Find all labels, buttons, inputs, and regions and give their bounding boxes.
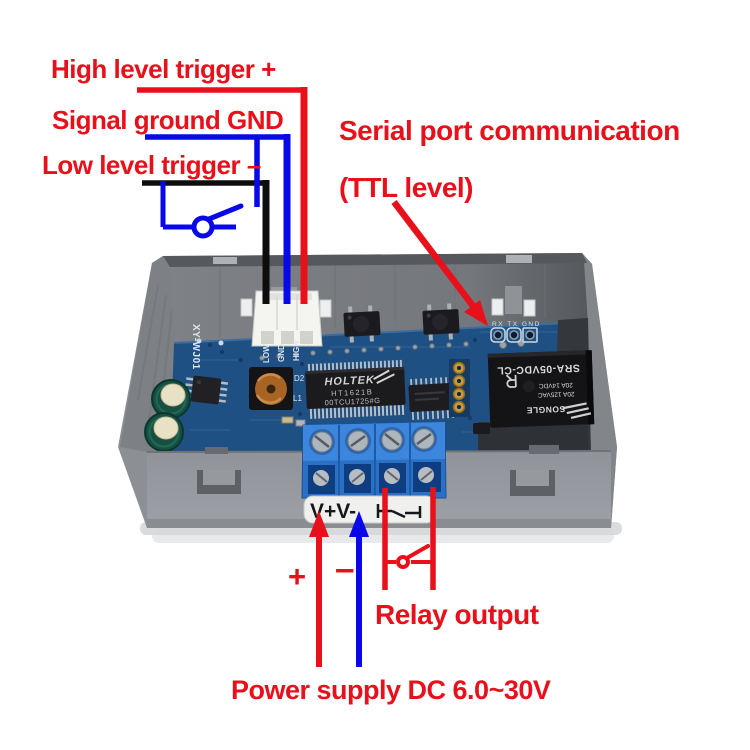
rim-slot-right [506,255,532,263]
main-chip: HOLTEK HT1621B 00TCU1725#G [305,359,406,419]
label-high-level-trigger: High level trigger + [51,54,276,84]
label-serial-port-line1: Serial port communication [339,115,680,146]
label-low-level-trigger: Low level trigger – [42,150,261,180]
label-serial-port-line2: (TTL level) [339,172,474,203]
pcb-vias [208,338,477,420]
wire-high-red [137,87,308,304]
relay-cert-mark [505,374,517,388]
pin-label-low: LOW [262,344,271,363]
chip-brand-text: HOLTEK [324,374,375,388]
chip-part-text: HT1621B [331,387,374,398]
back-wall-ribs [219,262,546,338]
terminal-screws-top [309,426,437,455]
relay-rating-dc-text: 20A 14VDC [538,381,572,389]
relay-output-switch-symbol [385,544,433,569]
smd-resistor [281,416,294,424]
optocoupler-1 [343,305,381,343]
label-d2: D2 [294,374,305,383]
label-l1: L1 [293,394,302,403]
rim-slot-left [213,257,237,264]
terminal-openings [308,462,441,494]
inductor [249,367,293,410]
soic8-chip [183,375,229,405]
gold-header [449,359,470,417]
relay-brand-logo [562,402,592,420]
trigger-switch-symbol [160,181,244,239]
capacitor-2 [144,412,184,452]
relay-part-text: SRA-05VDC-CL [497,362,580,377]
terminal-label-strip: V+V- [303,495,436,524]
terminal-label-text: V+V- [310,500,356,523]
serial-header-label: RX TX GND [492,321,541,328]
chip-lot-text: 00TCU1725#G [324,396,380,407]
label-signal-ground: Signal ground GND [52,105,284,135]
relay-output-lines [382,487,436,590]
serial-arrow [391,200,488,326]
vent-slot-left [205,447,228,454]
clip-slot-left [197,470,241,494]
trigger-pin-labels: LOW GND HIGH [262,341,301,363]
chip-brand-logo [373,369,395,384]
power-minus-arrow [349,511,369,667]
label-relay-output: Relay output [375,599,539,630]
capacitor-1 [151,379,191,419]
label-power-plus: + [288,559,307,594]
relay: SRA-05VDC-CL 20A 14VDC 20A 125VAC SONGLE [487,350,595,428]
wiring-annotations [137,87,488,667]
optocoupler-2 [422,303,460,341]
relay-brand-text: SONGLE [526,404,565,415]
wire-gnd-blue [145,134,291,304]
pcb-model-text: XY-WJ01 [190,324,201,370]
relay-rating-ac-text: 20A 125VAC [537,390,574,398]
pin-label-gnd: GND [277,344,286,362]
serial-header: RX TX GND [490,321,541,343]
solder-joints [259,339,525,361]
power-plus-arrow [309,511,329,667]
aux-chip [408,376,455,421]
pin-label-high: HIGH [292,341,301,361]
label-power-minus: – [335,549,355,588]
label-power-supply: Power supply DC 6.0~30V [231,675,551,705]
smd-capacitor [295,419,306,427]
terminal-block [301,421,447,499]
clip-slot-right [510,470,555,496]
vent-slot-right [529,445,559,454]
smd-transistor [473,423,490,434]
